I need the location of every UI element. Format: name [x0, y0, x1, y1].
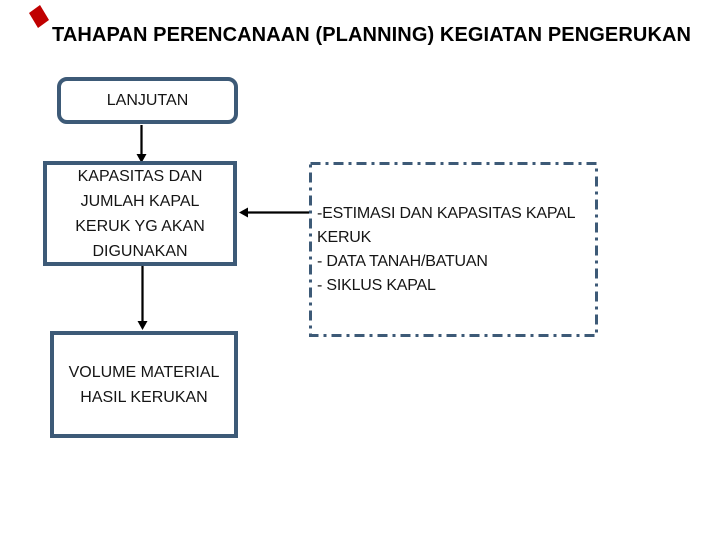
- flow-box-lanjutan: LANJUTAN: [57, 77, 238, 124]
- volume-line: VOLUME MATERIAL: [68, 363, 220, 381]
- estimasi-text-block: -ESTIMASI DAN KAPASITAS KAPAL KERUK - DA…: [309, 162, 598, 337]
- kapasitas-line: DIGUNAKAN: [92, 242, 188, 260]
- lanjutan-label: LANJUTAN: [106, 91, 189, 109]
- arrowhead-down-2-icon: [137, 321, 148, 330]
- kapasitas-line: KERUK YG AKAN: [75, 217, 205, 235]
- slide-title: TAHAPAN PERENCANAAN (PLANNING) KEGIATAN …: [52, 24, 692, 46]
- arrowhead-left-icon: [239, 207, 248, 218]
- estimasi-line: - SIKLUS KAPAL: [317, 276, 436, 294]
- flow-box-estimasi: -ESTIMASI DAN KAPASITAS KAPAL KERUK - DA…: [309, 162, 598, 337]
- volume-line: HASIL KERUKAN: [80, 388, 208, 406]
- flow-box-kapasitas: KAPASITAS DAN JUMLAH KAPAL KERUK YG AKAN…: [43, 161, 237, 266]
- estimasi-line: - DATA TANAH/BATUAN: [317, 252, 488, 270]
- kapasitas-line: KAPASITAS DAN: [77, 167, 203, 185]
- kapasitas-line: JUMLAH KAPAL: [80, 192, 200, 210]
- dash-dot-border: [309, 162, 598, 337]
- red-corner-mark-icon: [29, 5, 49, 28]
- estimasi-line: -ESTIMASI DAN KAPASITAS KAPAL: [317, 204, 576, 222]
- flow-box-volume: VOLUME MATERIAL HASIL KERUKAN: [50, 331, 238, 438]
- estimasi-line: KERUK: [317, 228, 372, 246]
